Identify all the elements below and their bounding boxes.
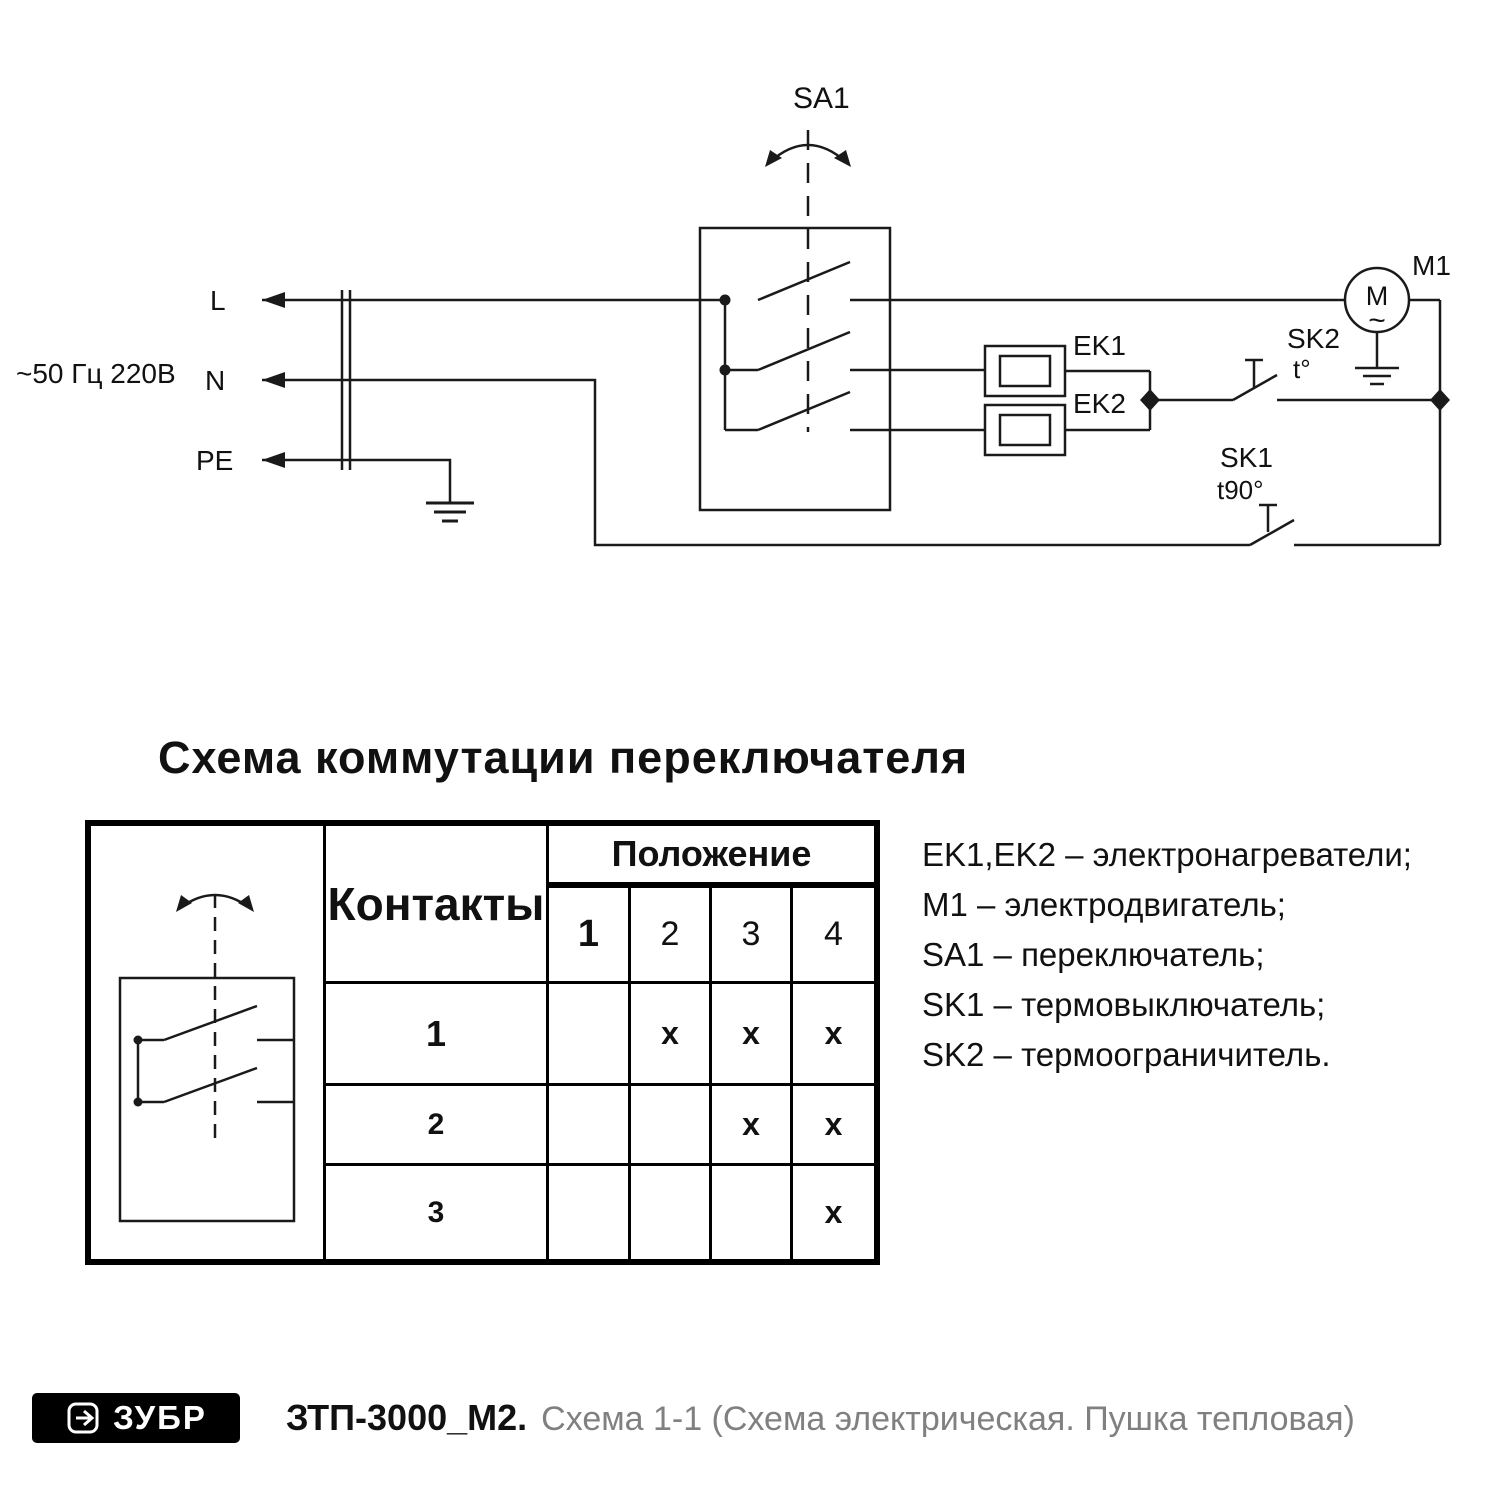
terminal-arrow-pe (262, 452, 285, 468)
footer: ЗУБР ЗТП-3000_М2. Схема 1-1 (Схема элект… (0, 1382, 1500, 1454)
mark-contact2-pos4: x (793, 1086, 874, 1166)
contact-row-2-label: 2 (326, 1086, 549, 1166)
ek2-label: EK2 (1073, 388, 1126, 419)
sk1-thermal-switch-symbol (1249, 503, 1295, 547)
mark-contact2-pos1 (549, 1086, 631, 1166)
m1-label: M1 (1412, 250, 1451, 281)
position-header: Положение (549, 826, 874, 888)
terminal-arrow-n (262, 372, 285, 388)
mark-contact1-pos1 (549, 984, 631, 1086)
small-switch-symbol (118, 893, 296, 1222)
terminal-n-label: N (205, 365, 225, 396)
terminal-pe-label: PE (196, 445, 233, 476)
sa1-switch-symbol (698, 130, 892, 512)
mark-contact3-pos4: x (824, 1194, 843, 1230)
mark-contact3-pos2 (631, 1166, 712, 1259)
junctions-and-arrows (262, 150, 1450, 468)
position-1: 1 (549, 888, 631, 984)
sa1-label: SA1 (793, 82, 850, 115)
position-2: 2 (631, 888, 712, 984)
contact-row-3-label: 3 (326, 1166, 549, 1259)
sk2-label: SK2 (1287, 323, 1340, 354)
mark-contact3-pos3 (712, 1166, 793, 1259)
sk1-temp-label: t90° (1217, 475, 1264, 505)
mark-contact2-pos3: x (712, 1086, 793, 1166)
zubr-arrow-icon (67, 1402, 99, 1434)
legend: EK1,EK2 – электронагреватели; M1 – элект… (922, 830, 1412, 1080)
mark-contact1-pos3: x (712, 984, 793, 1086)
switch-symbol-cell (91, 826, 326, 1259)
mark-contact2-pos2 (631, 1086, 712, 1166)
motor-tilde: ~ (1368, 304, 1386, 337)
commutation-table: Контакты Положение 1 2 3 4 1 x x x 2 x x… (85, 820, 880, 1265)
legend-item-sk1: SK1 – термовыключатель; (922, 986, 1326, 1023)
legend-item-m1: M1 – электродвигатель; (922, 886, 1286, 923)
mark-contact1-pos2: x (631, 984, 712, 1086)
footer-caption: ЗТП-3000_М2. Схема 1-1 (Схема электричес… (286, 1397, 1355, 1439)
heater-ek1-symbol (983, 344, 1067, 398)
terminal-arrow-l (262, 292, 285, 308)
legend-item-sa1: SA1 – переключатель; (922, 936, 1265, 973)
legend-item-ek: EK1,EK2 – электронагреватели; (922, 836, 1412, 873)
power-rating-label: ~50 Гц 220В (16, 358, 176, 389)
sk1-label: SK1 (1220, 442, 1273, 473)
model-number: ЗТП-3000_М2. (286, 1397, 528, 1438)
sk2-temp-label: t° (1293, 354, 1311, 384)
mark-contact1-pos4: x (793, 984, 874, 1086)
legend-item-sk2: SK2 – термоограничитель. (922, 1036, 1331, 1073)
ground-symbol (426, 501, 474, 523)
scheme-description: Схема 1-1 (Схема электрическая. Пушка те… (541, 1400, 1355, 1438)
wires (262, 290, 1442, 547)
position-3: 3 (712, 888, 793, 984)
motor-letter: M (1366, 281, 1389, 311)
circuit-diagram: SA1 ~50 Гц 220В L N PE EK1 EK2 SK2 t° SK… (16, 82, 1451, 547)
heater-ek2-symbol (983, 403, 1067, 457)
contacts-header: Контакты (326, 826, 549, 984)
zubr-logo: ЗУБР (32, 1393, 240, 1443)
mark-contact3-pos1 (549, 1166, 631, 1259)
commutation-title: Схема коммутации переключателя (158, 732, 969, 783)
brand-name: ЗУБР (113, 1399, 207, 1436)
contact-row-1-label: 1 (326, 984, 549, 1086)
sk2-thermal-limiter-symbol (1232, 358, 1278, 402)
ek1-label: EK1 (1073, 330, 1126, 361)
terminal-l-label: L (210, 285, 226, 316)
position-4: 4 (793, 888, 874, 984)
motor-symbol (1343, 266, 1411, 386)
